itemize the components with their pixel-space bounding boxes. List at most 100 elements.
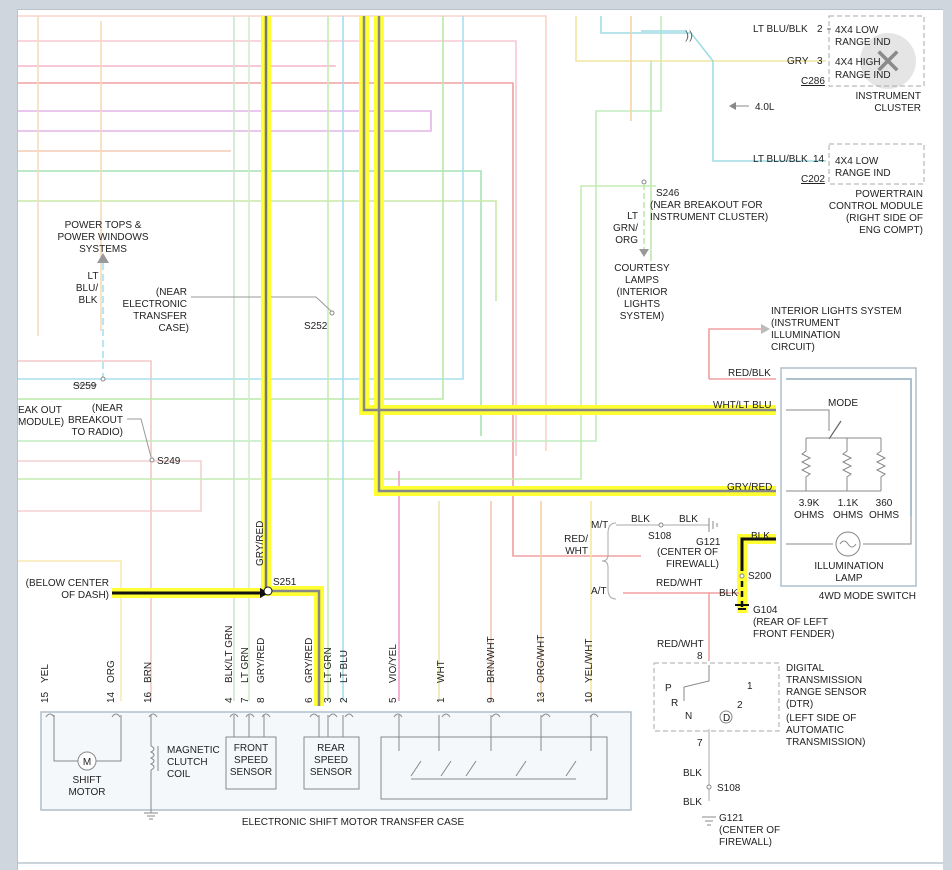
switch-wire-gry-red: GRY/RED xyxy=(727,482,772,493)
rear-speed-sensor: REAR SPEED SENSOR xyxy=(303,715,360,790)
dtr-pos-r: R xyxy=(671,698,678,709)
dtr-blk-b: BLK xyxy=(683,797,702,808)
dtr-pin-top: 8 xyxy=(697,651,703,662)
lt-blu-blk-1: LT xyxy=(88,271,99,282)
pcm-title-4: ENG COMPT) xyxy=(859,225,923,236)
tc-pin-connector-4 xyxy=(229,713,239,718)
dtr-pin-bot: 7 xyxy=(697,738,703,749)
close-icon[interactable]: ✕ xyxy=(873,41,903,82)
switch-title: 4WD MODE SWITCH xyxy=(819,591,916,602)
courtesy-3: (INTERIOR xyxy=(616,287,667,298)
fw-blk-2: BLK xyxy=(679,514,698,525)
pcm-title-2: CONTROL MODULE xyxy=(829,201,923,212)
g121-top-3: FIREWALL) xyxy=(666,559,719,570)
courtesy-1: COURTESY xyxy=(614,263,670,274)
s246-note-1: (NEAR BREAKOUT FOR xyxy=(650,200,763,211)
tc-pin-wire-16: BRN xyxy=(143,662,154,683)
switch-wire-red-blk: RED/BLK xyxy=(728,368,771,379)
dtr-g121-1: G121 xyxy=(719,813,744,824)
tc-pin-wire-2: LT BLU xyxy=(339,650,350,683)
pcm-pin-num: 14 xyxy=(813,154,825,165)
ground-symbol-g121-bottom xyxy=(702,816,716,826)
tc-pin-label-10: 10 xyxy=(584,691,595,703)
switch-wire-wht-lt-blu: WHT/LT BLU xyxy=(713,400,772,411)
res-1-ohms: OHMS xyxy=(794,510,824,521)
highlighted-circuits xyxy=(112,16,776,706)
rear-sensor-1: REAR xyxy=(317,743,345,754)
g104-3: FRONT FENDER) xyxy=(753,629,834,640)
clutch-3: COIL xyxy=(167,769,191,780)
interior-lights-group: INTERIOR LIGHTS SYSTEM (INSTRUMENT ILLUM… xyxy=(708,306,902,380)
ic-pin2-num: 2 xyxy=(817,24,823,35)
dtr-pos-n: N xyxy=(685,711,692,722)
ic-pin2-label-2: RANGE IND xyxy=(835,37,891,48)
rear-sensor-2: SPEED xyxy=(314,755,348,766)
res-3-ohms: OHMS xyxy=(869,510,899,521)
close-button[interactable]: ✕ xyxy=(860,33,916,89)
tc-pin-wire-3: LT GRN xyxy=(323,647,334,683)
tc-pin-connector-13 xyxy=(541,713,551,718)
pcm-label-2: RANGE IND xyxy=(835,168,891,179)
instrument-cluster-box xyxy=(828,15,925,87)
motor-icon: M xyxy=(83,757,91,768)
tc-pin-label-9: 9 xyxy=(486,697,497,703)
courtesy-4: LIGHTS xyxy=(624,299,660,310)
tc-pin-wire-5: VIO/YEL xyxy=(388,644,399,683)
s200-label: S200 xyxy=(748,571,772,582)
dtr-title-7: TRANSMISSION) xyxy=(786,737,865,748)
tc-pin-connector-15 xyxy=(45,713,55,718)
s259-label: S259 xyxy=(73,381,97,392)
tc-pin-label-6: 6 xyxy=(304,697,315,703)
interior-lights-3: ILLUMINATION xyxy=(771,330,840,341)
front-sensor-1: FRONT xyxy=(234,743,268,754)
clutch-1: MAGNETIC xyxy=(167,745,220,756)
pcm: LT BLU/BLK 14 4X4 LOW RANGE IND C202 POW… xyxy=(753,143,925,236)
magnetic-clutch: MAGNETIC CLUTCH COIL xyxy=(144,715,220,820)
interior-lights-2: (INSTRUMENT xyxy=(771,318,840,329)
four-wd-mode-switch: RED/BLK WHT/LT BLU GRY/RED BLK MODE 3.9K… xyxy=(713,367,917,602)
pcm-wire: LT BLU/BLK xyxy=(753,154,808,165)
interior-lights-4: CIRCUIT) xyxy=(771,342,815,353)
tc-pin-connector-14 xyxy=(111,713,121,718)
s252-label: S252 xyxy=(304,321,328,332)
power-tops-3: SYSTEMS xyxy=(79,244,127,255)
tc-pin-connector-6 xyxy=(309,713,319,718)
lt-grn-org-3: ORG xyxy=(615,235,638,246)
dtr-title-2: TRANSMISSION xyxy=(786,675,862,686)
pcm-box xyxy=(828,143,925,185)
interior-lights-1: INTERIOR LIGHTS SYSTEM xyxy=(771,306,902,317)
dtr-pos-2: 2 xyxy=(737,700,743,711)
s246-group: S246 (NEAR BREAKOUT FOR INSTRUMENT CLUST… xyxy=(613,179,768,322)
ic-connector: C286 xyxy=(801,76,825,87)
dtr-title-4: (DTR) xyxy=(786,699,813,710)
firewall-block: M/T A/T RED/ WHT BLK BLK S108 G121 (CENT… xyxy=(564,514,834,640)
clutch-2: CLUTCH xyxy=(167,757,208,768)
dtr-title-6: AUTOMATIC xyxy=(786,725,844,736)
power-tops-2: POWER WINDOWS xyxy=(57,232,148,243)
mt-label: M/T xyxy=(591,520,608,531)
tc-pin-wire-9: BRN/WHT xyxy=(486,636,497,683)
tc-pin-label-2: 2 xyxy=(339,697,350,703)
tc-pin-connector-8 xyxy=(261,713,271,718)
lt-blu-blk-2: BLU/ xyxy=(76,283,98,294)
res-2-ohms: OHMS xyxy=(833,510,863,521)
front-speed-sensor: FRONT SPEED SENSOR xyxy=(225,715,277,790)
tc-pin-wire-8: GRY/RED xyxy=(256,638,267,683)
s246-note-2: INSTRUMENT CLUSTER) xyxy=(650,212,768,223)
close-button-bg[interactable] xyxy=(860,33,916,89)
tc-pin-label-16: 16 xyxy=(143,691,154,703)
instrument-cluster: LT BLU/BLK 2 4X4 LOW RANGE IND GRY 3 4X4… xyxy=(641,15,925,114)
dtr-box xyxy=(653,662,780,732)
courtesy-5: SYSTEM) xyxy=(620,311,664,322)
s249-note-2: BREAKOUT xyxy=(68,415,123,426)
tc-pin-connector-3 xyxy=(328,713,338,718)
svg-text:)): )) xyxy=(685,28,693,42)
tc-pin-label-14: 14 xyxy=(106,691,117,703)
dtr-pos-1: 1 xyxy=(747,681,753,692)
tc-pin-connector-1 xyxy=(441,713,451,718)
wiring-diagram-sheet: ✕ LT BLU/BLK 2 4X4 LOW RANGE IND GRY 3 4… xyxy=(17,9,943,870)
g121-top-2: (CENTER OF xyxy=(657,547,718,558)
tc-pin-wire-15: YEL xyxy=(40,664,51,683)
